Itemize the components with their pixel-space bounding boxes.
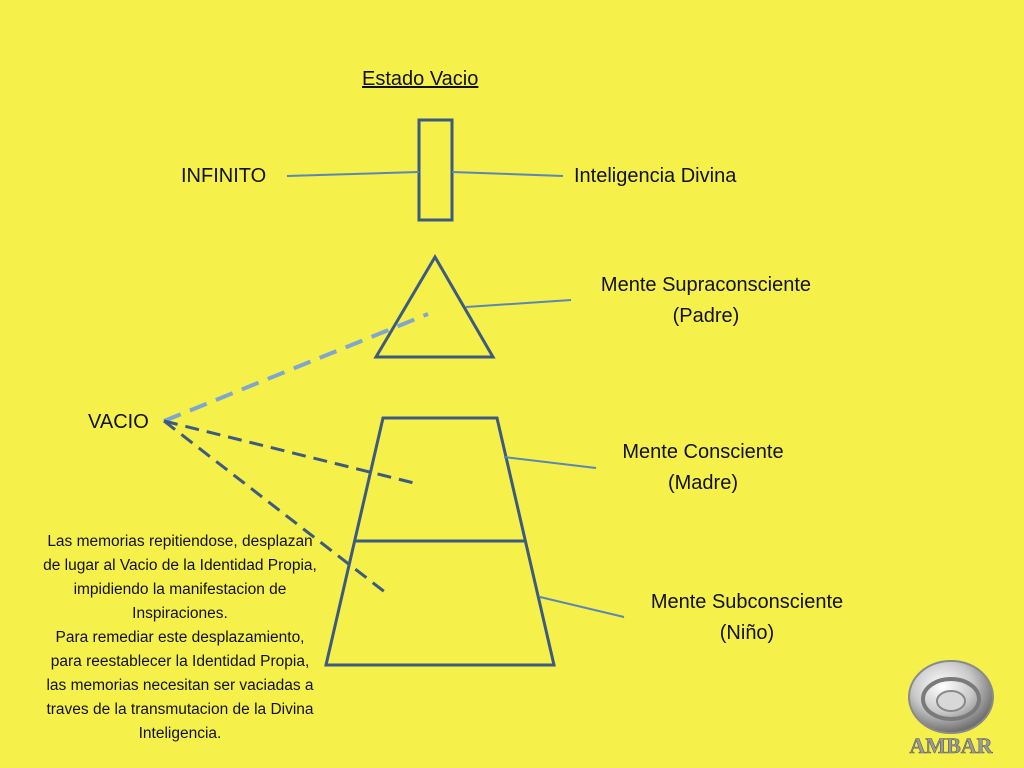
label-subconsciente-line2: (Niño) — [719, 622, 775, 644]
supraconsciente-triangle — [373, 254, 496, 359]
note-line: Inteligencia. — [138, 725, 222, 742]
connector-infinito — [286, 171, 420, 177]
note-line: traves de la transmutacion de la Divina — [46, 701, 314, 718]
dashed-vacio-triangle — [163, 312, 429, 423]
note-line: impidiendo la manifestacion de — [73, 581, 287, 598]
explanation-note: Las memorias repitiendose, desplazan de … — [8, 530, 352, 746]
note-line: de lugar al Vacio de la Identidad Propia… — [43, 557, 317, 574]
note-line: las memorias necesitan ser vaciadas a — [46, 677, 314, 694]
label-consciente-line2: (Madre) — [667, 472, 738, 494]
label-vacio: VACIO — [88, 411, 149, 433]
label-supra-line2: (Padre) — [672, 305, 740, 327]
logo-text: AMBAR — [909, 733, 993, 758]
label-supra-line1: Mente Supraconsciente — [600, 274, 812, 296]
connector-subconsciente — [539, 596, 625, 618]
note-line: Inspiraciones. — [132, 605, 228, 622]
label-mente-consciente: Mente Consciente (Madre) — [600, 437, 806, 499]
label-mente-subconsciente: Mente Subconsciente (Niño) — [628, 587, 866, 649]
ambar-logo: AMBAR — [908, 660, 994, 758]
label-subconsciente-line1: Mente Subconsciente — [650, 591, 844, 613]
label-inteligencia-divina: Inteligencia Divina — [574, 165, 737, 187]
label-mente-supraconsciente: Mente Supraconsciente (Padre) — [578, 270, 834, 332]
diagram-title: Estado Vacio — [362, 68, 479, 90]
note-line: Las memorias repitiendose, desplazan — [47, 533, 313, 550]
label-infinito: INFINITO — [181, 165, 267, 187]
connector-supraconsciente — [465, 299, 572, 308]
note-line: para reestablecer la Identidad Propia, — [50, 653, 310, 670]
dashed-vacio-subconsciente — [163, 419, 391, 598]
infinito-rectangle — [417, 118, 454, 222]
note-line: Para remediar este desplazamiento, — [55, 629, 305, 646]
label-consciente-line1: Mente Consciente — [622, 441, 784, 463]
connector-inteligencia — [451, 171, 564, 177]
connector-consciente — [503, 456, 597, 469]
mind-trapezoid — [324, 416, 556, 667]
